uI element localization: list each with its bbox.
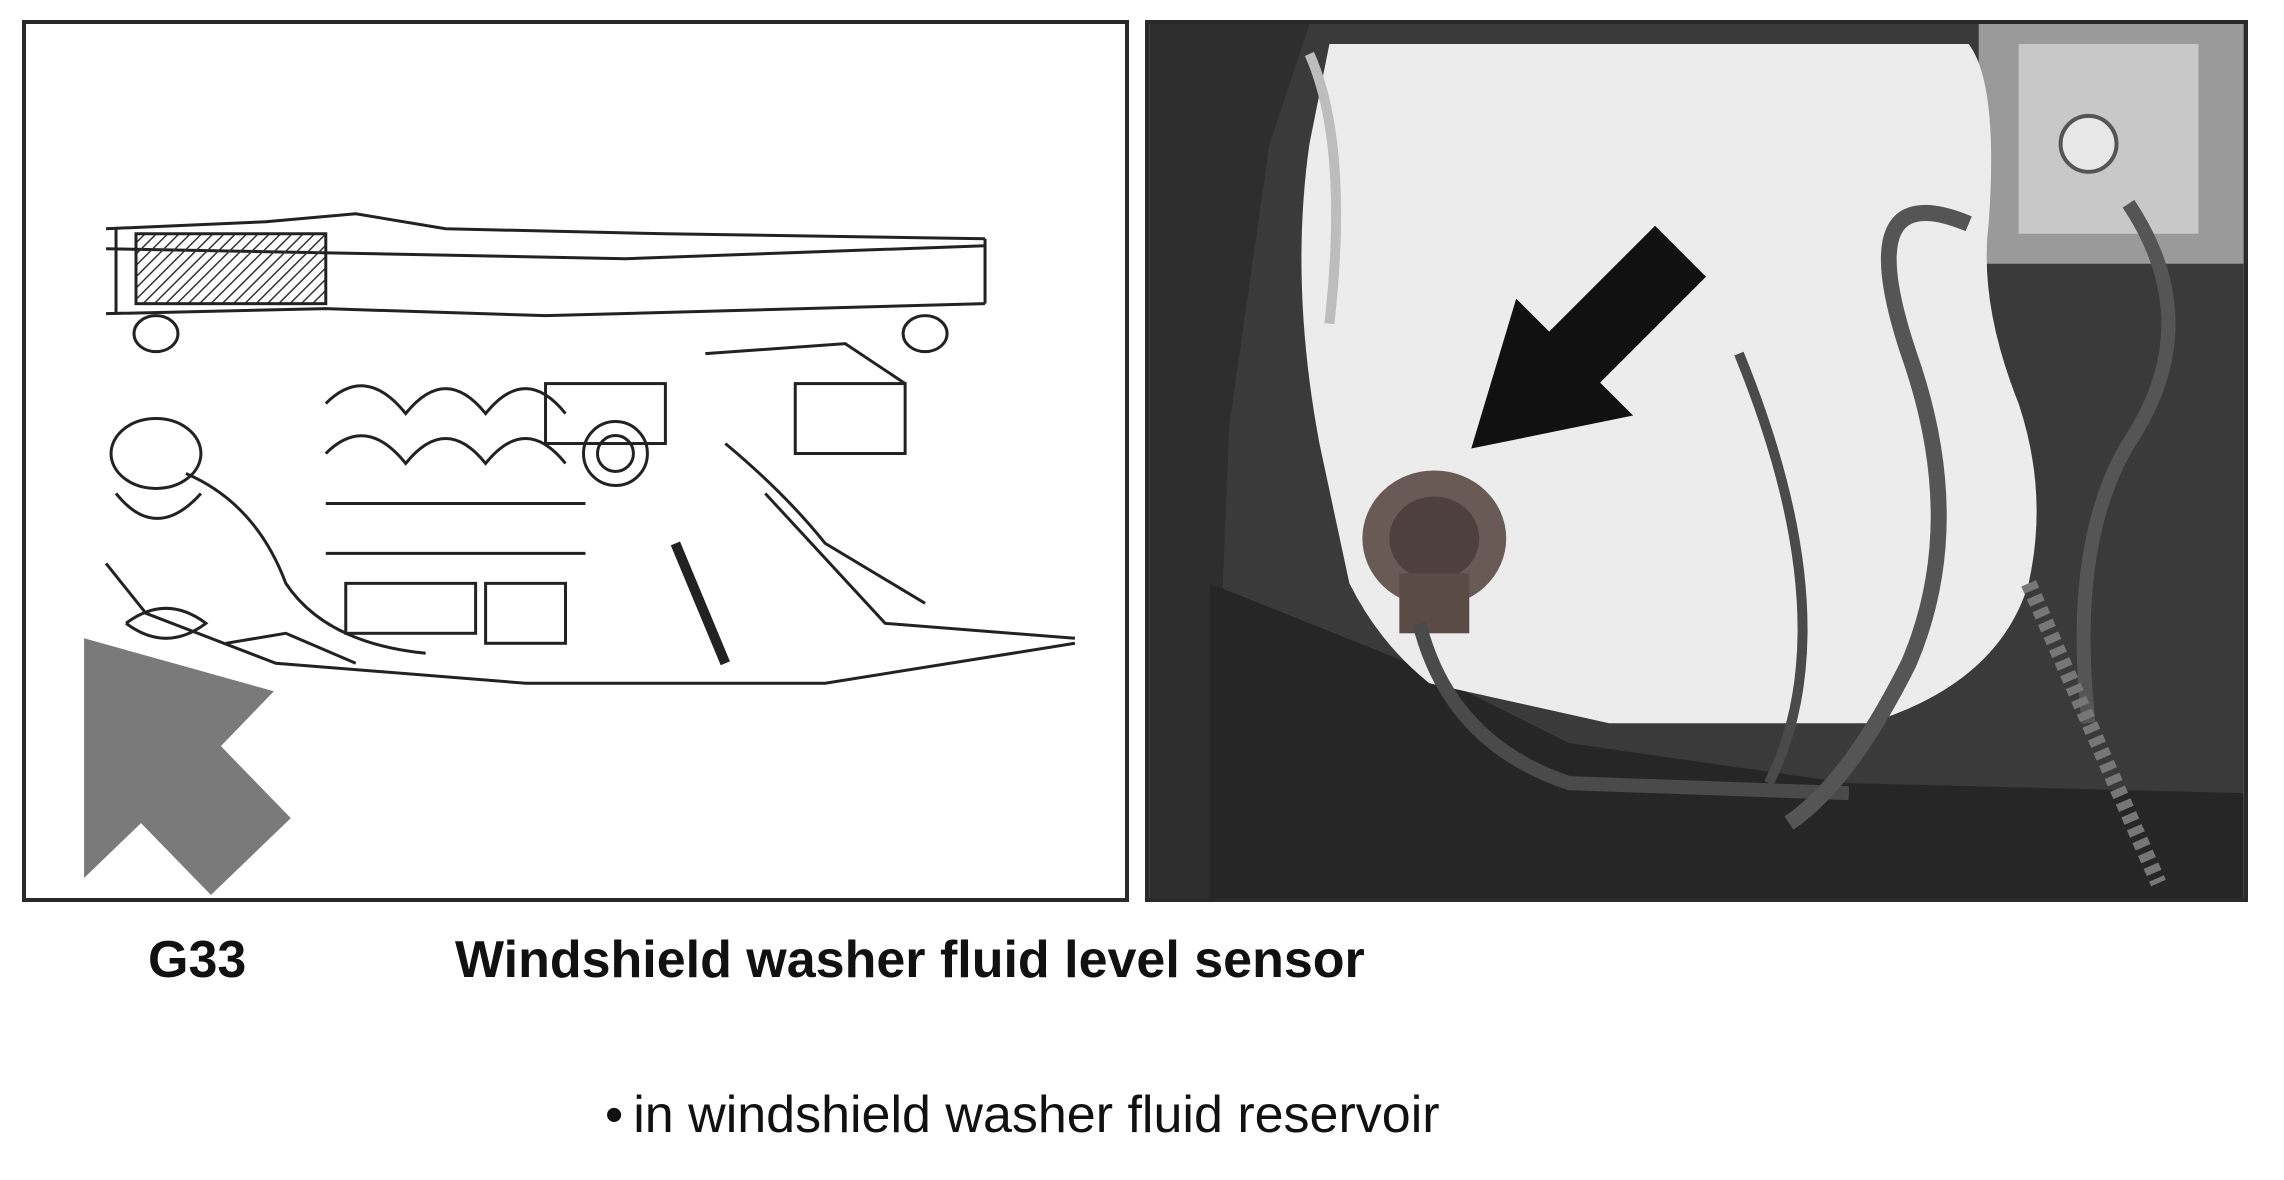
bullet-icon: •	[605, 1086, 624, 1144]
engine-bay-illustration	[22, 20, 1129, 902]
reservoir-photo	[1145, 20, 2248, 902]
component-title: Windshield washer fluid level sensor	[455, 931, 1365, 989]
location-text: in windshield washer fluid reservoir	[633, 1086, 1440, 1144]
location-bullet-item: •in windshield washer fluid reservoir	[605, 1085, 1440, 1145]
reservoir-photo-drawing	[1149, 24, 2244, 898]
engine-line-drawing	[84, 212, 1076, 896]
component-code: G33	[148, 931, 247, 989]
arrow-down-left-icon	[1471, 225, 1706, 449]
arrow-up-left-icon	[84, 638, 291, 896]
